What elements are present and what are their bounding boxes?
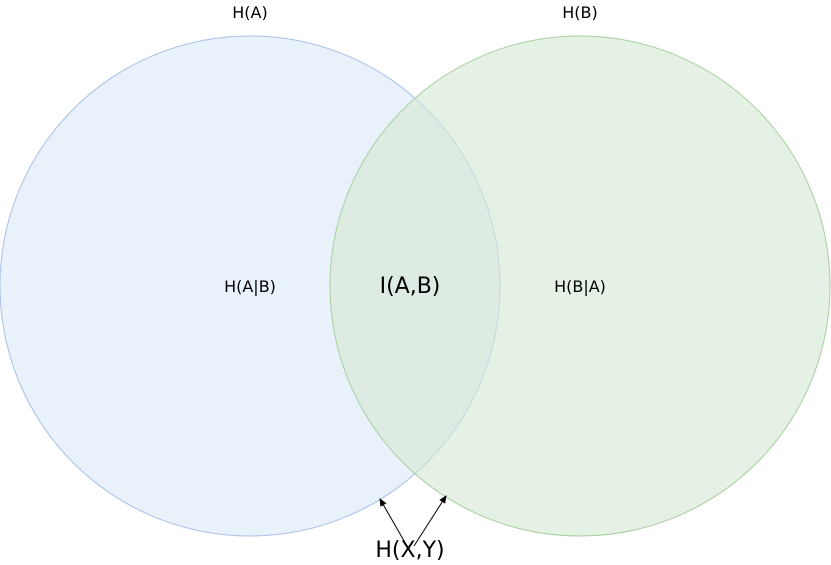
arrow-to-right-boundary (413, 495, 447, 547)
arrow-to-left-boundary (379, 498, 408, 547)
set-b-circle (329, 35, 831, 537)
joint-entropy-label: H(X,Y) (375, 538, 445, 563)
region-mutual-information-label: I(A,B) (379, 274, 441, 299)
region-a-given-b-label: H(A|B) (224, 277, 276, 296)
set-a-label: H(A) (232, 3, 268, 22)
set-b-label: H(B) (562, 3, 598, 22)
region-b-given-a-label: H(B|A) (554, 277, 606, 296)
